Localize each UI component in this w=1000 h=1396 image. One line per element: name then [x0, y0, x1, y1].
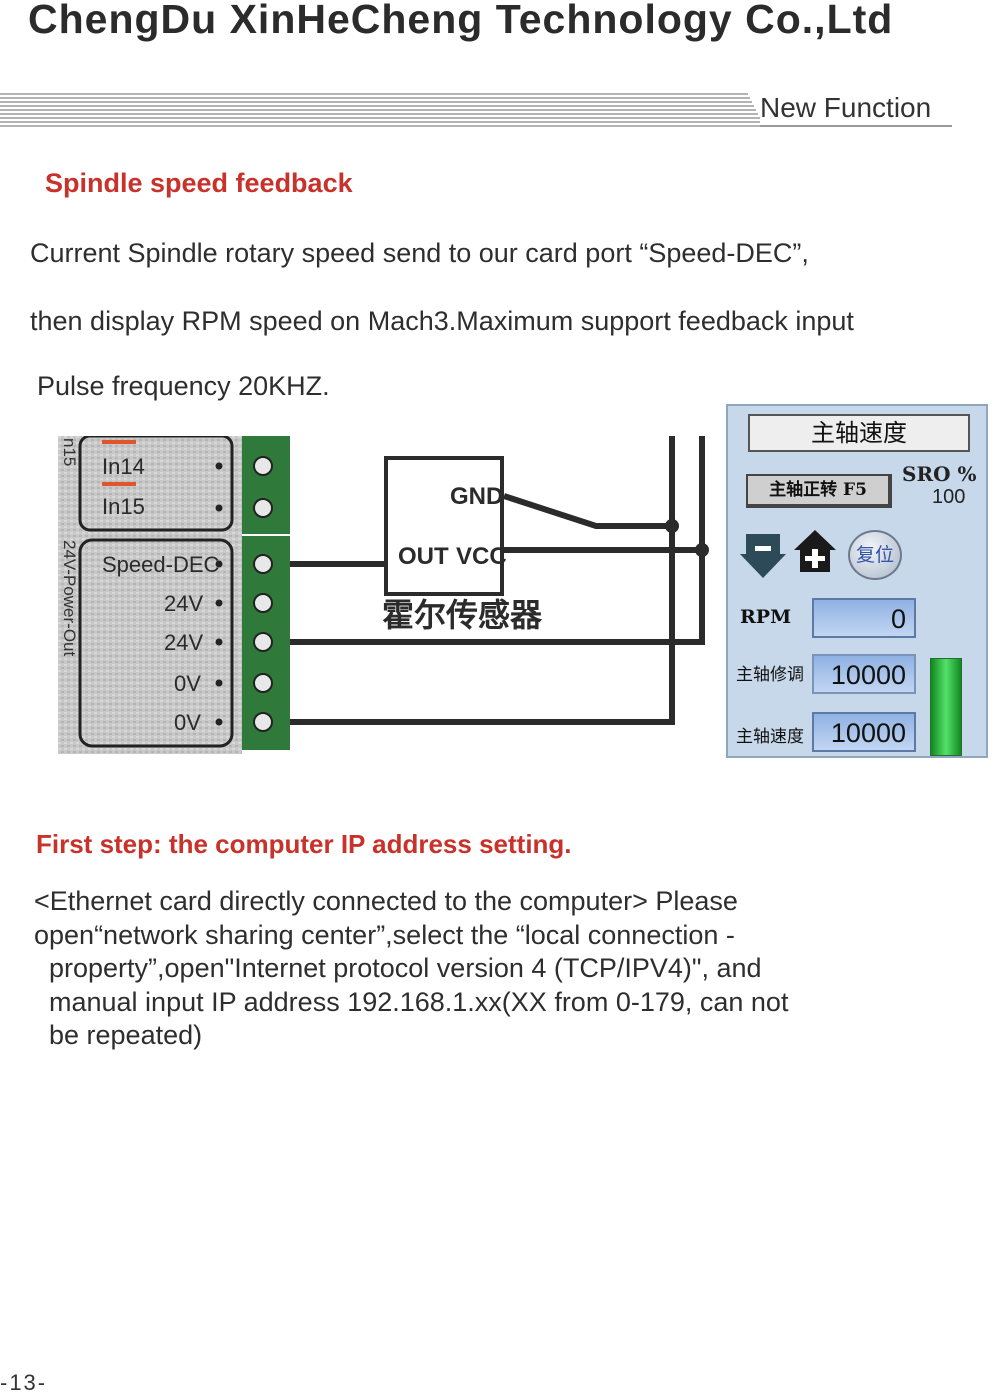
ip-line-1: <Ethernet card directly connected to the… [34, 886, 738, 916]
term-label-0v-a: 0V [174, 671, 201, 696]
ip-paragraph: <Ethernet card directly connected to the… [34, 885, 788, 1053]
company-title: ChengDu XinHeCheng Technology Co.,Ltd [28, 0, 894, 42]
load-bar [930, 658, 962, 756]
mach3-spindle-panel: 主轴速度 主轴正转 F5 SRO % 100 复位 RPM 0 主轴修调 100… [726, 404, 988, 758]
side-label-n15: n15 [60, 438, 79, 466]
term-label-0v-b: 0V [174, 710, 201, 735]
ip-heading: First step: the computer IP address sett… [36, 829, 572, 859]
terminal-block-upper [242, 436, 290, 534]
spindle-line-3: Pulse frequency 20KHZ. [37, 371, 330, 401]
ip-line-5: be repeated) [34, 1020, 203, 1050]
sro-label: SRO % [902, 462, 977, 486]
spindle-increase-icon[interactable] [794, 530, 836, 572]
spindle-heading: Spindle speed feedback [45, 168, 353, 198]
spindle-line-2: then display RPM speed on Mach3.Maximum … [30, 306, 854, 336]
spindle-decrease-icon[interactable] [740, 532, 786, 578]
section-underline [760, 125, 952, 127]
side-label-power-out: 24V-Power-Out [60, 540, 79, 656]
spindle-override-field: 10000 [812, 654, 916, 694]
term-label-speed-dec: Speed-DEC [102, 552, 220, 577]
term-label-24v-b: 24V [164, 630, 203, 655]
page-number: -13- [0, 1370, 48, 1395]
spindle-speed-label: 主轴速度 [736, 727, 804, 747]
ip-line-2: open“network sharing center”,select the … [34, 919, 735, 950]
term-label-24v-a: 24V [164, 591, 203, 616]
reset-button[interactable]: 复位 [848, 530, 902, 580]
sro-value: 100 [932, 486, 966, 508]
hall-sensor-box [384, 456, 504, 596]
ip-line-4: manual input IP address 192.168.1.xx(XX … [34, 986, 789, 1017]
header-rule [0, 93, 760, 127]
wiring-diagram: In14 In15 Speed-DEC 24V 24V 0V 0V n15 24… [58, 436, 709, 754]
sensor-pin-gnd: GND [450, 483, 503, 510]
rpm-label: RPM [740, 606, 792, 628]
rpm-value-field: 0 [812, 598, 916, 638]
spindle-override-label: 主轴修调 [736, 665, 804, 685]
spindle-line-1: Current Spindle rotary speed send to our… [30, 238, 809, 268]
ip-line-3: property”,open"Internet protocol version… [34, 953, 762, 983]
term-label-in14: In14 [102, 454, 145, 479]
spindle-speed-field: 10000 [812, 712, 916, 752]
sensor-pin-vcc: VCC [456, 543, 507, 570]
panel-title: 主轴速度 [748, 414, 970, 452]
board-surface [58, 436, 242, 754]
spindle-forward-button[interactable]: 主轴正转 F5 [746, 474, 892, 508]
section-label: New Function [760, 92, 932, 123]
sensor-pin-out: OUT [398, 543, 449, 570]
term-label-in15: In15 [102, 494, 145, 519]
sensor-name: 霍尔传感器 [382, 596, 543, 634]
